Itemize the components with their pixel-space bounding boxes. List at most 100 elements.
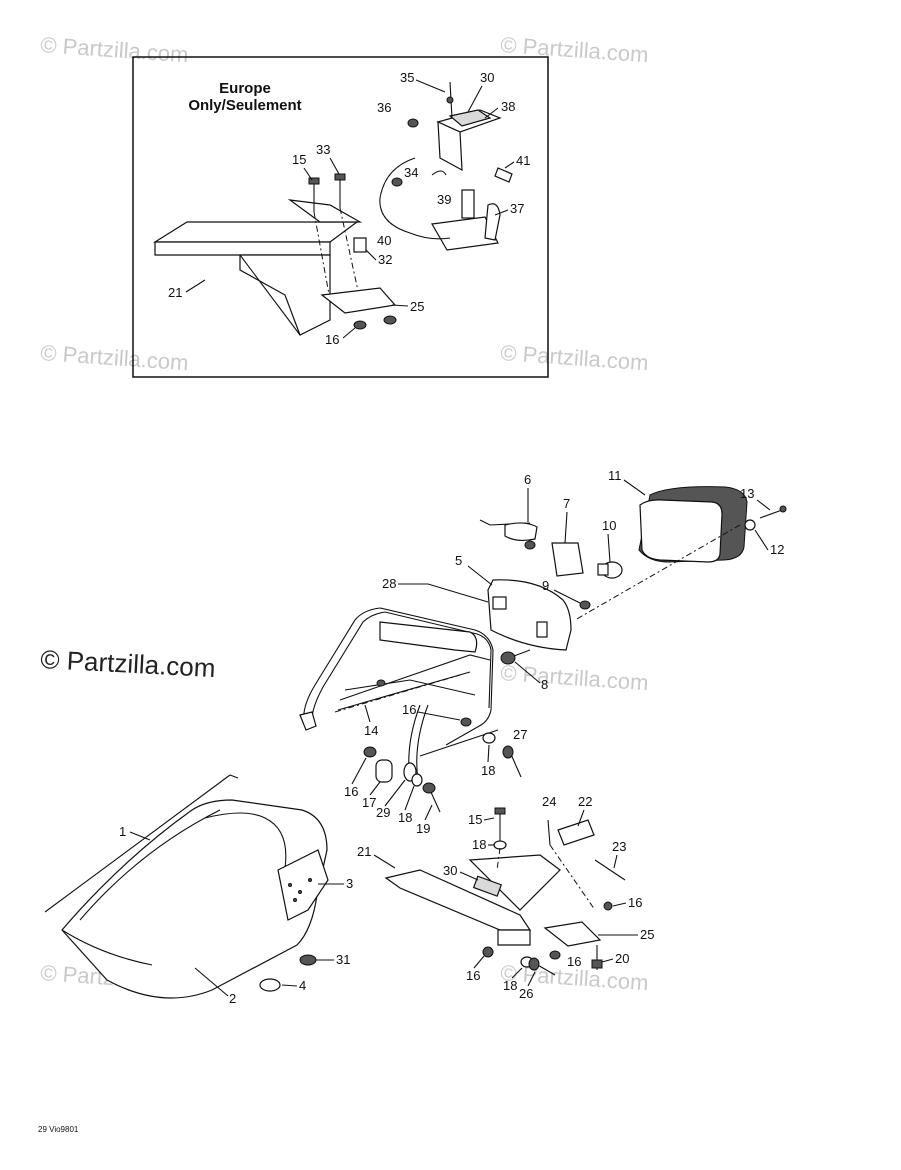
- bolt-20: [591, 945, 603, 970]
- gasket-7: [551, 542, 584, 577]
- europe-inset: Europe Only/Seulement: [132, 56, 549, 378]
- bolt-26: [528, 957, 556, 976]
- plate-25: [543, 921, 602, 947]
- bolt-27: [502, 745, 522, 778]
- taillight-housing-5: [487, 579, 572, 651]
- callout-11: 11: [608, 468, 622, 483]
- callout-14: 14: [364, 723, 378, 738]
- callout-12: 12: [770, 542, 784, 557]
- screw-13: [759, 505, 787, 519]
- bolt-15: [308, 177, 320, 212]
- callout-6: 6: [524, 472, 531, 487]
- drawing-code: 29 Vio9801: [38, 1125, 79, 1134]
- seat-1: [44, 774, 329, 999]
- inset-title-line1: Europe: [219, 80, 271, 97]
- callout-17: 17: [362, 795, 376, 810]
- callout-2: 2: [229, 991, 236, 1006]
- callout-16: 16: [402, 702, 416, 717]
- nut-16: [549, 950, 561, 960]
- washer-18: [493, 840, 507, 850]
- callout-1: 1: [119, 824, 126, 839]
- callout-37: 37: [510, 201, 524, 216]
- spacer-17: [375, 759, 393, 783]
- callout-39: 39: [437, 192, 451, 207]
- callout-18: 18: [472, 837, 486, 852]
- clip-22: [557, 819, 595, 846]
- callout-25: 25: [640, 927, 654, 942]
- grommet-31: [299, 954, 317, 966]
- socket-6: [479, 519, 538, 550]
- callout-28: 28: [382, 576, 396, 591]
- nut-16: [363, 746, 377, 758]
- nut-16: [603, 901, 613, 911]
- license-plate-bracket-21: [152, 199, 363, 336]
- watermark: © Partzilla.com: [500, 660, 650, 695]
- callout-38: 38: [501, 99, 515, 114]
- watermark-large: © Partzilla.com: [40, 644, 217, 683]
- washer-18: [482, 732, 496, 744]
- washer-4: [259, 978, 281, 992]
- callout-31: 31: [336, 952, 350, 967]
- callout-41: 41: [516, 153, 530, 168]
- callout-5: 5: [455, 553, 462, 568]
- bolt-33: [334, 173, 346, 208]
- watermark: © Partzilla.com: [500, 340, 650, 375]
- callout-36: 36: [377, 100, 391, 115]
- nut-16: [460, 717, 472, 727]
- callout-7: 7: [563, 496, 570, 511]
- callout-25: 25: [410, 299, 424, 314]
- callout-32: 32: [378, 252, 392, 267]
- callout-40: 40: [377, 233, 391, 248]
- inset-frame: [132, 56, 549, 378]
- callout-13: 13: [740, 486, 754, 501]
- callout-35: 35: [400, 70, 414, 85]
- callout-9: 9: [542, 578, 549, 593]
- watermark: © Partzilla.com: [40, 340, 190, 375]
- callout-21: 21: [168, 285, 182, 300]
- taillight-lens-11: [638, 486, 748, 563]
- callout-10: 10: [602, 518, 616, 533]
- callout-26: 26: [519, 986, 533, 1001]
- callout-34: 34: [404, 165, 418, 180]
- watermark: © Partzilla.com: [40, 32, 190, 67]
- plate-25: [320, 287, 397, 314]
- washer-12: [744, 519, 756, 531]
- main-callouts: 6 11 13 7 10 12 5 28 9 8 14 16 27 18: [119, 468, 784, 1006]
- bolt-19: [422, 782, 441, 813]
- spacer-32: [353, 237, 367, 253]
- callout-29: 29: [376, 805, 390, 820]
- watermark: © Partzilla.com: [500, 32, 650, 67]
- callout-16: 16: [567, 954, 581, 969]
- callout-18: 18: [481, 763, 495, 778]
- callout-33: 33: [316, 142, 330, 157]
- nut-16: [383, 315, 397, 325]
- pin-23: [594, 859, 626, 881]
- callout-24: 24: [542, 794, 556, 809]
- nut-16: [482, 946, 494, 958]
- callout-15: 15: [292, 152, 306, 167]
- nut-9: [579, 600, 591, 610]
- callout-4: 4: [299, 978, 306, 993]
- callout-16: 16: [466, 968, 480, 983]
- bolt-8: [500, 649, 531, 665]
- callout-22: 22: [578, 794, 592, 809]
- bulb-10: [597, 561, 623, 579]
- callout-16: 16: [325, 332, 339, 347]
- callout-3: 3: [346, 876, 353, 891]
- callout-16: 16: [628, 895, 642, 910]
- callout-30: 30: [480, 70, 494, 85]
- callout-18: 18: [398, 810, 412, 825]
- inset-callouts: 35 30 38 36 41 15 33 34 39 37 40 32 21 2…: [168, 70, 530, 347]
- main-assembly: 6 11 13 7 10 12 5 28 9 8 14 16 27 18: [44, 468, 787, 1006]
- callout-8: 8: [541, 677, 548, 692]
- luggage-rack-14: [299, 607, 499, 781]
- inset-title-line2: Only/Seulement: [188, 97, 301, 114]
- license-plate-bracket-21: [384, 854, 561, 946]
- callout-27: 27: [513, 727, 527, 742]
- callout-30: 30: [443, 863, 457, 878]
- callout-20: 20: [615, 951, 629, 966]
- callout-21: 21: [357, 844, 371, 859]
- bolt-15: [494, 807, 506, 842]
- nut-16: [353, 320, 367, 330]
